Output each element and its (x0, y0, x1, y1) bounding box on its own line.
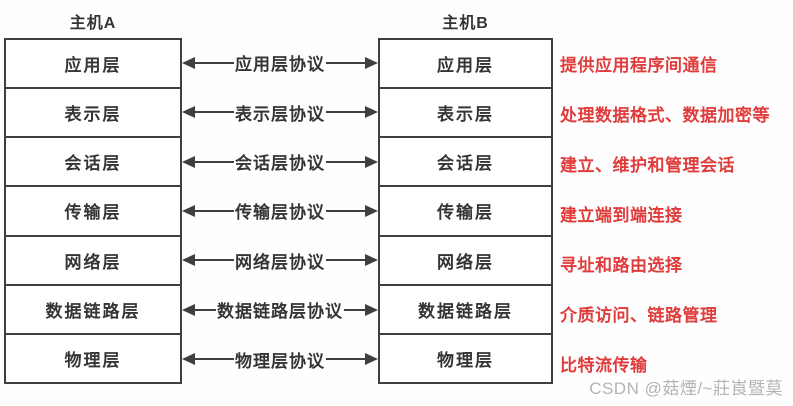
arrow-line (195, 209, 234, 212)
protocol-arrow-session: 会话层协议 (182, 137, 378, 186)
function-datalink: 介质访问、链路管理 (560, 305, 718, 325)
arrowhead-right-icon (365, 155, 378, 168)
protocol-arrow-application: 应用层协议 (182, 38, 378, 87)
arrowhead-left-icon (182, 204, 195, 217)
arrowhead-left-icon (182, 106, 195, 119)
arrowhead-right-icon (365, 204, 378, 217)
host-b-layer-session: 会话层 (380, 138, 551, 188)
protocol-label: 传输层协议 (235, 203, 325, 223)
arrow-line (326, 111, 365, 114)
function-physical: 比特流传输 (560, 355, 648, 375)
arrow-line (326, 259, 365, 262)
host-b-layer-network: 网络层 (380, 237, 551, 286)
arrowhead-right-icon (365, 353, 378, 366)
arrow-line (195, 160, 234, 163)
host-b-layer-stack: 应用层 表示层 会话层 传输层 网络层 数据链路层 物理层 (378, 38, 553, 384)
host-b-layer-datalink: 数据链路层 (380, 286, 551, 335)
host-a-title: 主机A (69, 15, 117, 32)
arrowhead-right-icon (365, 303, 378, 316)
function-presentation: 处理数据格式、数据加密等 (560, 105, 770, 125)
host-a-layer-datalink: 数据链路层 (6, 286, 180, 335)
host-b-layer-physical: 物理层 (437, 350, 494, 370)
layer-function-column: 提供应用程序间通信 处理数据格式、数据加密等 建立、维护和管理会话 建立端到端连… (560, 38, 793, 388)
arrow-line (195, 259, 234, 262)
protocol-arrow-transport: 传输层协议 (182, 186, 378, 235)
host-a-layer-session: 会话层 (6, 138, 180, 188)
host-a-layer-stack: 应用层 表示层 会话层 传输层 网络层 数据链路层 物理层 (4, 38, 182, 384)
arrow-line (326, 209, 365, 212)
arrowhead-left-icon (182, 353, 195, 366)
protocol-label: 物理层协议 (235, 351, 325, 371)
arrow-line (195, 111, 234, 114)
protocol-arrow-datalink: 数据链路层协议 (182, 285, 378, 334)
protocol-arrow-network: 网络层协议 (182, 236, 378, 285)
csdn-watermark: CSDN @菇煙/~莊崀暨莫 (589, 379, 783, 398)
protocol-arrow-column: 应用层协议 表示层协议 会话层协议 传输层协议 网络层协议 数据链路层协议 物理… (182, 38, 378, 384)
arrow-line (326, 61, 365, 64)
arrowhead-right-icon (365, 106, 378, 119)
protocol-arrow-presentation: 表示层协议 (182, 87, 378, 136)
protocol-label: 表示层协议 (235, 104, 325, 124)
host-a-layer-network: 网络层 (6, 237, 180, 286)
arrow-line (195, 61, 234, 64)
host-a-layer-application: 应用层 (6, 40, 180, 90)
arrow-line (195, 358, 234, 361)
protocol-label: 网络层协议 (235, 252, 325, 272)
arrow-line (195, 308, 216, 311)
function-session: 建立、维护和管理会话 (560, 155, 735, 175)
host-b-layer-transport: 传输层 (380, 187, 551, 237)
host-b-layer-presentation: 表示层 (380, 89, 551, 139)
arrowhead-left-icon (182, 303, 195, 316)
arrowhead-left-icon (182, 56, 195, 69)
protocol-arrow-physical: 物理层协议 (182, 335, 378, 384)
function-network: 寻址和路由选择 (560, 255, 683, 275)
host-a-layer-presentation: 表示层 (6, 89, 180, 139)
protocol-label: 应用层协议 (235, 55, 325, 75)
arrow-line (326, 358, 365, 361)
host-a-layer-physical: 物理层 (64, 350, 122, 370)
arrowhead-left-icon (182, 155, 195, 168)
protocol-label: 数据链路层协议 (217, 302, 343, 322)
host-a-layer-transport: 传输层 (6, 187, 180, 237)
host-b-layer-application: 应用层 (380, 40, 551, 90)
host-b-title: 主机B (442, 15, 489, 32)
function-transport: 建立端到端连接 (560, 205, 683, 225)
arrowhead-right-icon (365, 254, 378, 267)
arrowhead-left-icon (182, 254, 195, 267)
function-application: 提供应用程序间通信 (560, 55, 718, 75)
arrow-line (326, 160, 365, 163)
protocol-label: 会话层协议 (235, 154, 325, 174)
arrow-line (344, 308, 365, 311)
arrowhead-right-icon (365, 56, 378, 69)
